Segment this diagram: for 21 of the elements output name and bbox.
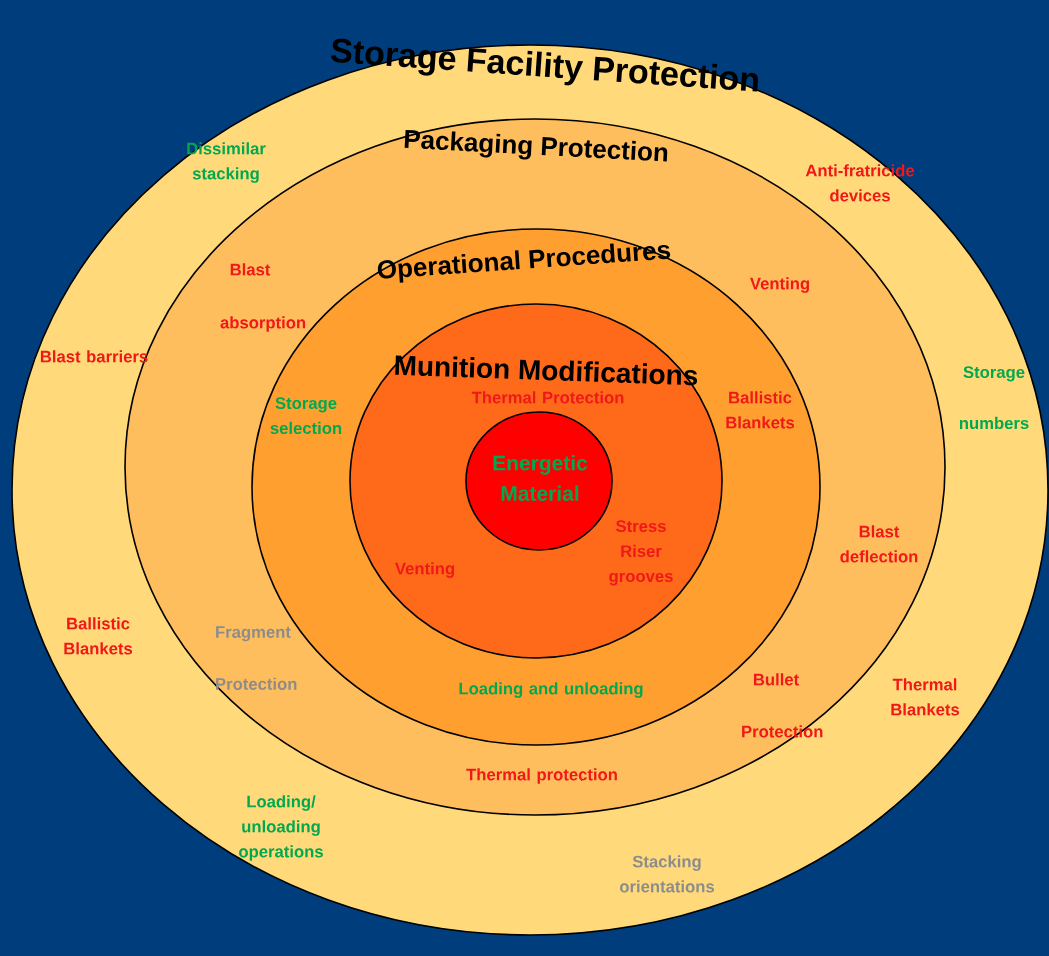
item-label: Stress Riser grooves <box>609 520 673 586</box>
item-label: Thermal protection <box>466 768 617 784</box>
item-label: Blast deflection <box>840 525 918 563</box>
item-label: Storage selection <box>270 397 342 435</box>
item-label: Thermal Blankets <box>891 678 960 716</box>
ring-title: Operational Procedures <box>377 243 671 283</box>
ring <box>465 411 613 551</box>
item-label: Stacking orientations <box>619 855 715 893</box>
item-label: Thermal Protection <box>471 391 624 404</box>
ring-title: Packaging Protection <box>404 129 668 162</box>
item-label: Blast absorption <box>220 263 306 332</box>
item-label: Loading/ unloading operations <box>239 795 323 861</box>
item-label: Fragment Protection <box>216 626 297 690</box>
item-label: Storage numbers <box>959 366 1029 430</box>
center-label: Energetic Material <box>493 455 588 501</box>
item-label: Ballistic Blankets <box>64 617 133 655</box>
ring-title: Storage Facility Protection <box>330 38 758 92</box>
item-label: Venting <box>395 562 454 578</box>
item-label: Ballistic Blankets <box>726 391 795 429</box>
item-label: Loading and unloading <box>459 682 643 698</box>
item-label: Venting <box>750 277 809 293</box>
